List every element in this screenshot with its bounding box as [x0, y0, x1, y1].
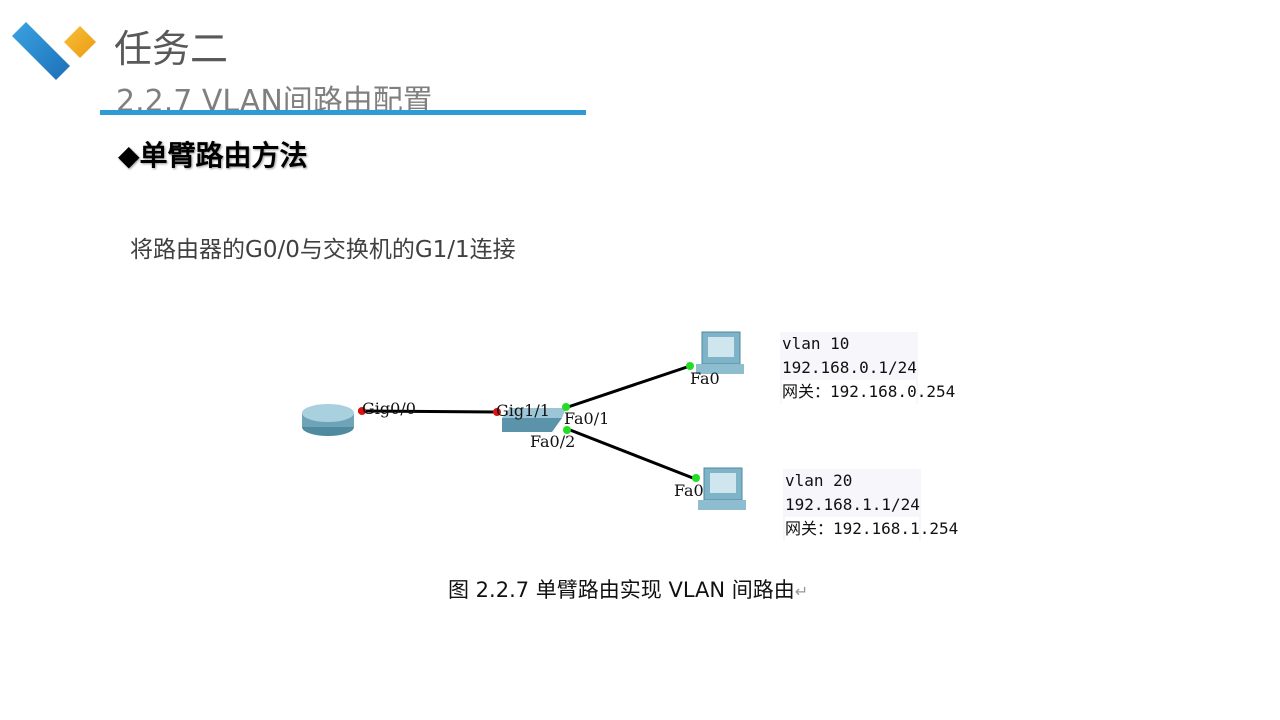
pc2-icon: [698, 467, 746, 510]
router-port-label: Gig0/0: [362, 399, 416, 418]
port-status-dot: [692, 474, 700, 482]
switch-port1-label: Fa0/1: [564, 409, 610, 428]
ip-label: 192.168.0.1/24: [782, 358, 917, 377]
router-icon: [302, 404, 354, 436]
pc2-info: vlan 20 192.168.1.1/24 网关：192.168.1.254: [783, 469, 958, 541]
port-status-dot: [493, 408, 501, 416]
pc1-icon: [696, 331, 744, 374]
vlan-label: vlan 10: [782, 334, 850, 353]
link-router-switch: [357, 409, 497, 414]
port-status-dot: [562, 403, 570, 411]
pc2-port-label: Fa0: [674, 481, 704, 500]
figure-caption: 图 2.2.7 单臂路由实现 VLAN 间路由↵: [448, 574, 808, 604]
caption-text: 图 2.2.7 单臂路由实现 VLAN 间路由: [448, 578, 795, 602]
port-status-dot: [686, 362, 694, 370]
switch-icon: [502, 408, 566, 432]
ip-label: 192.168.1.1/24: [785, 495, 920, 514]
logo-icon: [12, 22, 96, 80]
gateway-label: 网关：192.168.1.254: [785, 517, 958, 541]
switch-uplink-label: Gig1/1: [496, 401, 550, 420]
vlan-label: vlan 20: [785, 471, 853, 490]
port-status-dot: [358, 407, 366, 415]
slide-title: 任务二: [114, 27, 229, 71]
return-mark-icon: ↵: [794, 582, 809, 601]
link-switch-pc2: [564, 426, 699, 482]
link-switch-pc1: [564, 364, 691, 410]
switch-port2-label: Fa0/2: [530, 432, 576, 451]
gateway-label: 网关：192.168.0.254: [782, 380, 955, 404]
pc1-port-label: Fa0: [690, 369, 720, 388]
title-underline: [100, 110, 586, 115]
pc1-info: vlan 10 192.168.0.1/24 网关：192.168.0.254: [780, 332, 955, 404]
body-text: 将路由器的G0/0与交换机的G1/1连接: [130, 237, 516, 263]
port-status-dot: [563, 426, 571, 434]
topology-diagram: [302, 331, 746, 510]
section-heading: ◆单臂路由方法: [118, 139, 308, 172]
